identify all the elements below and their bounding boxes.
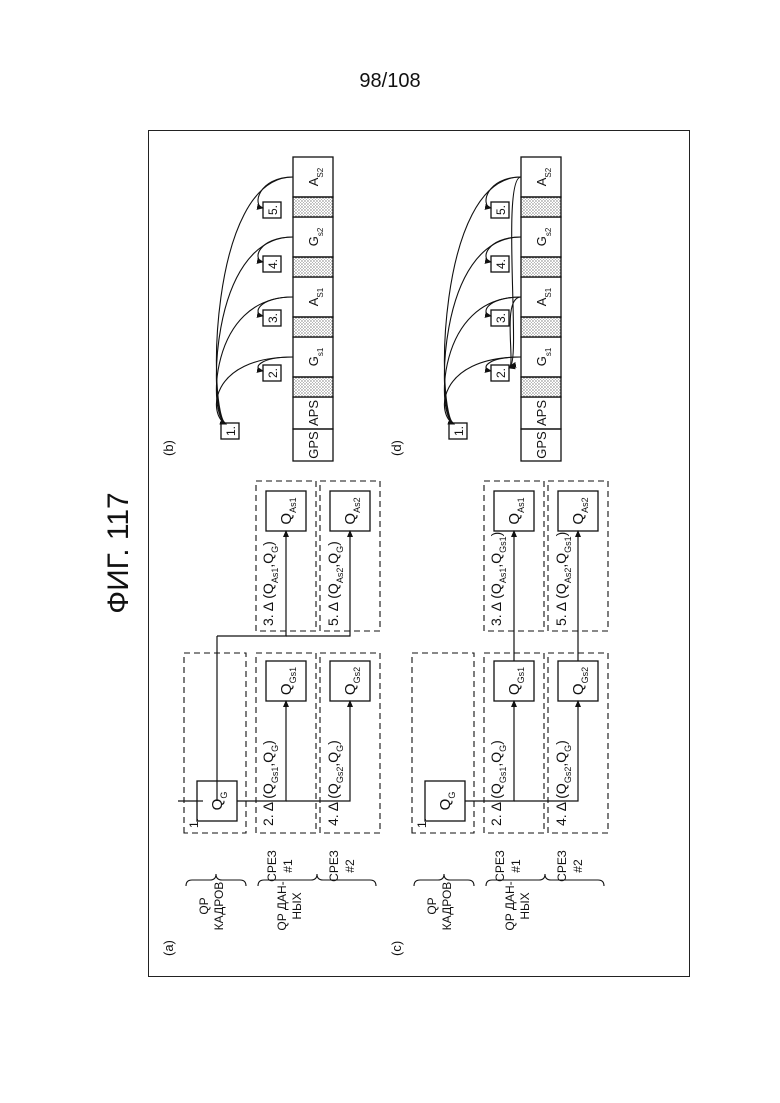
- panel-c-data-qp-2: НЫХ: [518, 892, 532, 919]
- panel-b-cell-label-0: GPS: [306, 431, 321, 459]
- panel-c-delta3: 3. Δ (QAs1,QGs1): [488, 532, 508, 626]
- rotated-figure-content: (a)QPКАДРОВQP ДАН-НЫХСРЕЗ#1СРЕЗ#21.QGQGs…: [161, 157, 608, 956]
- panel-b-cell-label-7: Gs2: [306, 227, 325, 246]
- panel-c-qas1: QAs1: [506, 497, 526, 524]
- panel-c-delta2: 2. Δ (QGs1,QG): [488, 740, 508, 826]
- panel-d-cell-label-3: Gs1: [534, 347, 553, 366]
- panel-d-cell-9: [521, 157, 561, 197]
- panel-b-cell-9: [293, 157, 333, 197]
- panel-a-qas2: QAs2: [342, 497, 362, 524]
- panel-a-label: (a): [161, 940, 176, 956]
- panel-a-qgs1: QGs1: [278, 667, 298, 695]
- panel-d-marker-3: 3.: [494, 313, 508, 323]
- panel-b-cell-2: [293, 377, 333, 397]
- figure-title: ФИГ. 117: [102, 492, 135, 613]
- panel-c-slice2-1: СРЕЗ: [555, 850, 569, 882]
- panel-d-marker-1: 1.: [452, 426, 466, 436]
- panel-a-slice2-2: #2: [343, 859, 357, 873]
- panel-d-marker-5: 5.: [494, 205, 508, 215]
- panel-c-slice1-1: СРЕЗ: [493, 850, 507, 882]
- panel-c-qgs1: QGs1: [506, 667, 526, 695]
- panel-a-delta4: 4. Δ (QGs2,QG): [325, 740, 345, 826]
- panel-b-cell-label-5: AS1: [306, 287, 325, 306]
- panel-c-slice1-2: #1: [509, 859, 523, 873]
- panel-d-marker-2: 2.: [494, 368, 508, 378]
- panel-d-cell-label-7: Gs2: [534, 227, 553, 246]
- panel-b-marker-4: 4.: [266, 259, 280, 269]
- panel-a-slice1-1: СРЕЗ: [265, 850, 279, 882]
- panel-c-label: (c): [389, 941, 404, 956]
- panel-d-marker-4: 4.: [494, 259, 508, 269]
- panel-c-step1: 1.: [415, 818, 429, 828]
- panel-b-cell-8: [293, 197, 333, 217]
- panel-a-data-qp-1: QP ДАН-: [275, 881, 289, 930]
- panel-b-label: (b): [161, 440, 176, 456]
- panel-b-marker-5: 5.: [266, 205, 280, 215]
- panel-b-cell-label-9: AS2: [306, 167, 325, 186]
- panel-d-cell-label-1: APS: [534, 400, 549, 426]
- panel-c-qgs2: QGs2: [570, 667, 590, 695]
- panel-a-qgs2: QGs2: [342, 667, 362, 695]
- panel-a-slice1-2: #1: [281, 859, 295, 873]
- panel-b-marker-3: 3.: [266, 313, 280, 323]
- panel-a-data-qp-2: НЫХ: [290, 892, 304, 919]
- panel-d-cell-label-0: GPS: [534, 431, 549, 459]
- panel-d-cell-label-9: AS2: [534, 167, 553, 186]
- panel-d-cell-6: [521, 257, 561, 277]
- panel-b-cell-label-1: APS: [306, 400, 321, 426]
- panel-d-arc-as2-gs1: [510, 177, 521, 366]
- panel-a-frame-qp-1: QP: [197, 897, 211, 914]
- panel-d-cell-4: [521, 317, 561, 337]
- panel-a-qg: QG: [209, 792, 229, 811]
- panel-a-slice2-1: СРЕЗ: [327, 850, 341, 882]
- panel-b-cell-6: [293, 257, 333, 277]
- panel-c-data-qp-1: QP ДАН-: [503, 881, 517, 930]
- panel-c-frame-qp-1: QP: [425, 897, 439, 914]
- panel-a-delta3: 3. Δ (QAs1,QG): [260, 541, 280, 626]
- panel-b-marker-1: 1.: [224, 426, 238, 436]
- panel-c-slice2-2: #2: [571, 859, 585, 873]
- panel-d-cell-label-5: AS1: [534, 287, 553, 306]
- panel-c-delta4: 4. Δ (QGs2,QG): [553, 740, 573, 826]
- panel-b-cell-4: [293, 317, 333, 337]
- panel-d-cell-5: [521, 277, 561, 317]
- panel-d-cell-8: [521, 197, 561, 217]
- panel-a-delta2: 2. Δ (QGs1,QG): [260, 740, 280, 826]
- panel-a-step1: 1.: [187, 818, 201, 828]
- panel-b-cell-label-3: Gs1: [306, 347, 325, 366]
- panel-b-cell-5: [293, 277, 333, 317]
- panel-a-frame-qp-2: КАДРОВ: [212, 882, 226, 931]
- panel-d-label: (d): [389, 440, 404, 456]
- panel-c-qas2: QAs2: [570, 497, 590, 524]
- panel-a-qas1: QAs1: [278, 497, 298, 524]
- panel-c-delta5: 5. Δ (QAs2,QGs1): [553, 532, 573, 626]
- panel-c-frame-qp-2: КАДРОВ: [440, 882, 454, 931]
- panel-b-marker-2: 2.: [266, 368, 280, 378]
- panel-d-cell-2: [521, 377, 561, 397]
- panel-a-delta5: 5. Δ (QAs2,QG): [325, 541, 345, 626]
- panel-c-qg: QG: [437, 792, 457, 811]
